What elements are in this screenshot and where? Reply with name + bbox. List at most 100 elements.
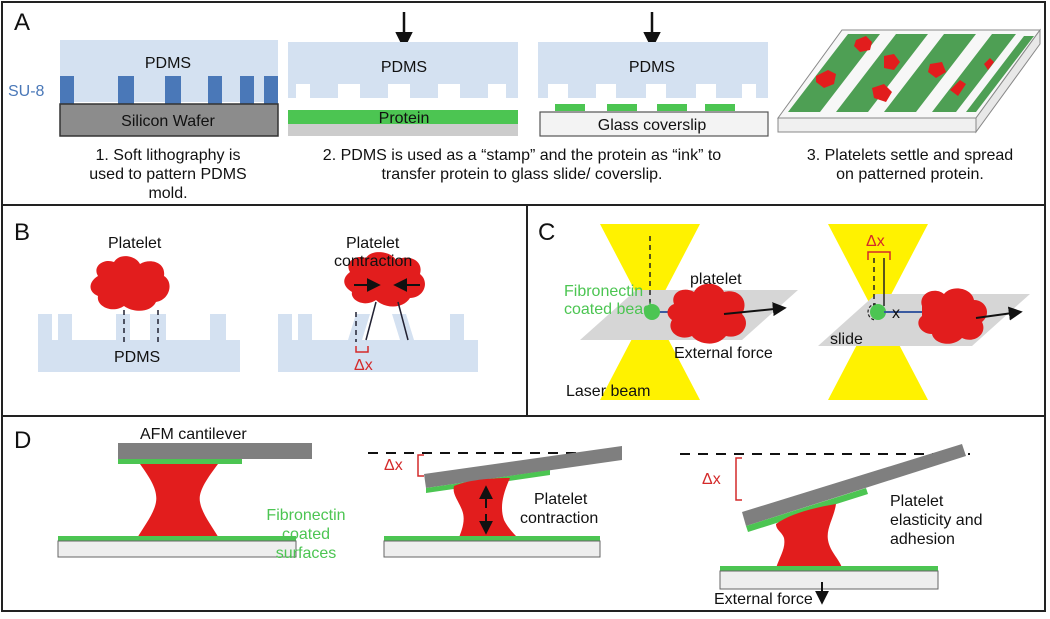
glass-substrate	[57, 540, 297, 558]
panel-b-label: B	[14, 219, 30, 246]
step-captions: 1. Soft lithography is used to pattern P…	[89, 147, 1013, 202]
delta-x-label-d2: Δx	[702, 471, 721, 488]
fibronectin-label-line-1: Fibronectin	[266, 507, 345, 524]
delta-x-label-d1: Δx	[384, 457, 403, 474]
panel-d-label: D	[14, 427, 31, 454]
step2b-pdms-label: PDMS	[629, 59, 675, 76]
platelet	[344, 252, 425, 307]
fibronectin-coating	[746, 488, 868, 532]
slide-label: slide	[830, 331, 863, 348]
contraction-label-line-2: contraction	[334, 253, 412, 270]
caption-1-line-2: used to pattern PDMS	[89, 166, 246, 183]
elasticity-label-line-1: Platelet	[890, 493, 944, 510]
pdms-micropost-base	[38, 314, 240, 372]
deflected-post-line	[365, 301, 377, 341]
delta-x-bracket	[355, 346, 369, 353]
external-force-label-d: External force	[714, 591, 813, 608]
panel-c-label: C	[538, 219, 555, 246]
pdms-micropost-base	[278, 314, 478, 372]
su8-label: SU-8	[8, 83, 45, 100]
caption-1-line-1: 1. Soft lithography is	[96, 147, 241, 164]
platelet	[884, 54, 900, 70]
x-mark-label: x	[892, 305, 900, 322]
step2-transfer: PDMS Glass coverslip	[538, 12, 769, 137]
delta-x-label-c: Δx	[866, 233, 885, 250]
fibronectin-coating	[118, 459, 242, 464]
fibronectin-label-line-3: surfaces	[276, 545, 336, 562]
contraction-label-line-2: contraction	[520, 510, 598, 527]
step3-patterned-slide	[777, 28, 1041, 134]
platelet	[928, 62, 946, 78]
elasticity-label-line-2: elasticity and	[890, 512, 983, 529]
su8-feature	[118, 76, 134, 104]
caption-2-line-2: transfer protein to glass slide/ coversl…	[381, 166, 662, 183]
protein-layer	[288, 110, 518, 124]
bead-label-line-2: coated bead	[564, 301, 652, 318]
afm-cantilever-tilted	[424, 446, 622, 488]
caption-1-line-3: mold.	[148, 185, 187, 202]
external-force-arrow	[723, 302, 787, 317]
platelet	[667, 283, 747, 344]
afm-setup-1: AFM cantilever Fibronectin coated surfac…	[57, 426, 346, 562]
transferred-protein	[607, 104, 637, 111]
step2-pdms-label: PDMS	[381, 59, 427, 76]
afm-setup-3: Δx Platelet elasticity and adhesion Exte…	[680, 444, 983, 608]
panel-a-label: A	[14, 9, 30, 36]
caption-3-line-2: on patterned protein.	[836, 166, 984, 183]
afm-cantilever-tilted	[742, 444, 966, 526]
deflected-post-line	[397, 301, 409, 341]
silicon-wafer	[59, 103, 279, 137]
external-force-arrow	[975, 306, 1023, 321]
protein-stripe	[932, 34, 1016, 112]
su8-feature	[60, 76, 74, 104]
fibronectin-coating	[720, 566, 938, 571]
optical-trap-left: Fibronectin coated bead platelet Externa…	[564, 224, 798, 400]
protein-stripe	[836, 34, 928, 112]
fibronectin-bead	[870, 304, 886, 320]
contraction-label-line-1: Platelet	[346, 235, 400, 252]
fibronectin-bead	[644, 304, 660, 320]
micropost-array-right: Platelet contraction Δx	[278, 235, 478, 374]
fibronectin-label-line-2: coated	[282, 526, 330, 543]
platelet	[816, 70, 836, 88]
slide-side	[975, 28, 1041, 134]
caption-3-line-1: 3. Platelets settle and spread	[807, 147, 1013, 164]
transferred-protein	[705, 104, 735, 111]
bead-label-line-1: Fibronectin	[564, 283, 643, 300]
platelet	[950, 80, 966, 96]
laser-beam-label: Laser beam	[566, 383, 651, 400]
silicon-wafer-label: Silicon Wafer	[121, 113, 215, 130]
step2-substrate	[288, 124, 518, 136]
su8-feature	[165, 76, 181, 104]
transferred-protein	[657, 104, 687, 111]
platelet	[90, 256, 170, 311]
protein-stripe	[966, 36, 1034, 112]
micropost-array-left: Platelet PDMS	[38, 235, 240, 372]
elasticity-label-line-3: adhesion	[890, 531, 955, 548]
optical-trap-right: Δx x slide	[818, 224, 1030, 400]
delta-x-bracket	[867, 251, 891, 260]
delta-x-bracket	[735, 457, 742, 501]
caption-2-line-1: 2. PDMS is used as a “stamp” and the pro…	[323, 147, 722, 164]
glass-coverslip-label: Glass coverslip	[598, 117, 707, 134]
step2b-pdms-stamp	[538, 42, 768, 98]
fibronectin-coating	[384, 536, 600, 541]
su8-feature	[264, 76, 278, 104]
delta-x-label-b: Δx	[354, 357, 373, 374]
platelet	[854, 36, 872, 52]
su8-feature	[208, 76, 222, 104]
platelet-column	[136, 464, 220, 540]
platelet	[984, 58, 994, 70]
original-bead-outline	[867, 303, 877, 321]
platelet-column	[776, 504, 842, 568]
slide-front	[777, 117, 977, 133]
platelet-label-c: platelet	[690, 271, 742, 288]
transferred-protein	[555, 104, 585, 111]
platelet	[918, 288, 988, 344]
afm-setup-2: Δx Platelet contraction	[368, 446, 622, 558]
platelet-column	[453, 478, 520, 540]
glass-coverslip	[539, 111, 769, 137]
protein-label: Protein	[379, 110, 430, 127]
step1-pdms-label: PDMS	[145, 55, 191, 72]
